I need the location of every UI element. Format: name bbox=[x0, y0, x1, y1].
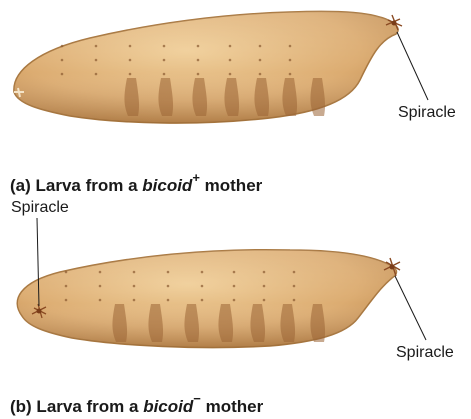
larva-b-denticle-dot bbox=[263, 271, 266, 274]
larva-b-denticle-dot bbox=[293, 285, 296, 288]
leader-line-b-right bbox=[395, 276, 426, 340]
larva-b bbox=[17, 218, 426, 348]
spiracle-label-b-left: Spiracle bbox=[11, 199, 69, 217]
spiracle-label-a: Spiracle bbox=[398, 104, 456, 122]
caption-b-prefix: (b) Larva from a bbox=[10, 397, 143, 416]
larva-a-denticle-dot bbox=[197, 73, 200, 76]
caption-a-prefix: (a) Larva from a bbox=[10, 176, 142, 195]
larva-a-denticle-dot bbox=[61, 73, 64, 76]
larva-a-denticle-dot bbox=[129, 73, 132, 76]
larva-b-denticle-dot bbox=[133, 285, 136, 288]
caption-a-suffix: mother bbox=[200, 176, 262, 195]
caption-b: (b) Larva from a bicoid− mother bbox=[10, 397, 263, 417]
larva-b-denticle-dot bbox=[99, 271, 102, 274]
larva-a-denticle-dot bbox=[289, 45, 292, 48]
larva-b-denticle-dot bbox=[233, 285, 236, 288]
larva-a-denticle-dot bbox=[289, 59, 292, 62]
larva-b-denticle-dot bbox=[167, 285, 170, 288]
larva-a-denticle-dot bbox=[197, 45, 200, 48]
larva-b-denticle-dot bbox=[167, 299, 170, 302]
caption-b-superscript: − bbox=[193, 391, 201, 406]
larva-a-denticle-dot bbox=[289, 73, 292, 76]
larva-b-denticle-dot bbox=[99, 285, 102, 288]
larva-b-denticle-dot bbox=[263, 285, 266, 288]
larva-a-denticle-dot bbox=[61, 45, 64, 48]
larva-a-denticle-dot bbox=[95, 59, 98, 62]
larva-a-denticle-dot bbox=[163, 59, 166, 62]
larva-a-denticle-dot bbox=[197, 59, 200, 62]
caption-a: (a) Larva from a bicoid+ mother bbox=[10, 176, 262, 196]
larva-a-denticle-dot bbox=[129, 45, 132, 48]
larva-b-denticle-dot bbox=[133, 299, 136, 302]
larva-a-denticle-dot bbox=[259, 45, 262, 48]
larva-b-denticle-dot bbox=[201, 271, 204, 274]
larva-a bbox=[14, 11, 428, 123]
larva-b-denticle-dot bbox=[233, 271, 236, 274]
larva-b-denticle-dot bbox=[201, 299, 204, 302]
larva-a-denticle-dot bbox=[61, 59, 64, 62]
caption-a-superscript: + bbox=[192, 170, 200, 185]
larva-a-denticle-dot bbox=[259, 59, 262, 62]
larva-b-denticle-dot bbox=[293, 271, 296, 274]
caption-b-suffix: mother bbox=[201, 397, 263, 416]
larva-b-denticle-dot bbox=[99, 299, 102, 302]
caption-b-gene: bicoid bbox=[143, 397, 193, 416]
larva-a-denticle-dot bbox=[259, 73, 262, 76]
larva-a-denticle-dot bbox=[229, 45, 232, 48]
larva-b-shading bbox=[17, 250, 396, 348]
larva-a-denticle-dot bbox=[95, 45, 98, 48]
caption-a-gene: bicoid bbox=[142, 176, 192, 195]
larva-b-denticle-dot bbox=[65, 299, 68, 302]
spiracle-label-b-right: Spiracle bbox=[396, 344, 454, 362]
leader-line-a bbox=[397, 32, 428, 100]
larva-a-denticle-dot bbox=[163, 45, 166, 48]
larva-b-denticle-dot bbox=[201, 285, 204, 288]
larva-a-denticle-dot bbox=[229, 73, 232, 76]
larva-b-denticle-dot bbox=[65, 285, 68, 288]
larva-a-denticle-dot bbox=[129, 59, 132, 62]
larva-a-denticle-dot bbox=[229, 59, 232, 62]
larva-b-denticle-dot bbox=[167, 271, 170, 274]
larva-b-denticle-dot bbox=[233, 299, 236, 302]
larva-a-denticle-dot bbox=[163, 73, 166, 76]
larva-b-denticle-dot bbox=[263, 299, 266, 302]
larva-a-denticle-dot bbox=[95, 73, 98, 76]
larva-b-denticle-dot bbox=[133, 271, 136, 274]
larva-b-denticle-dot bbox=[293, 299, 296, 302]
larva-b-denticle-dot bbox=[65, 271, 68, 274]
